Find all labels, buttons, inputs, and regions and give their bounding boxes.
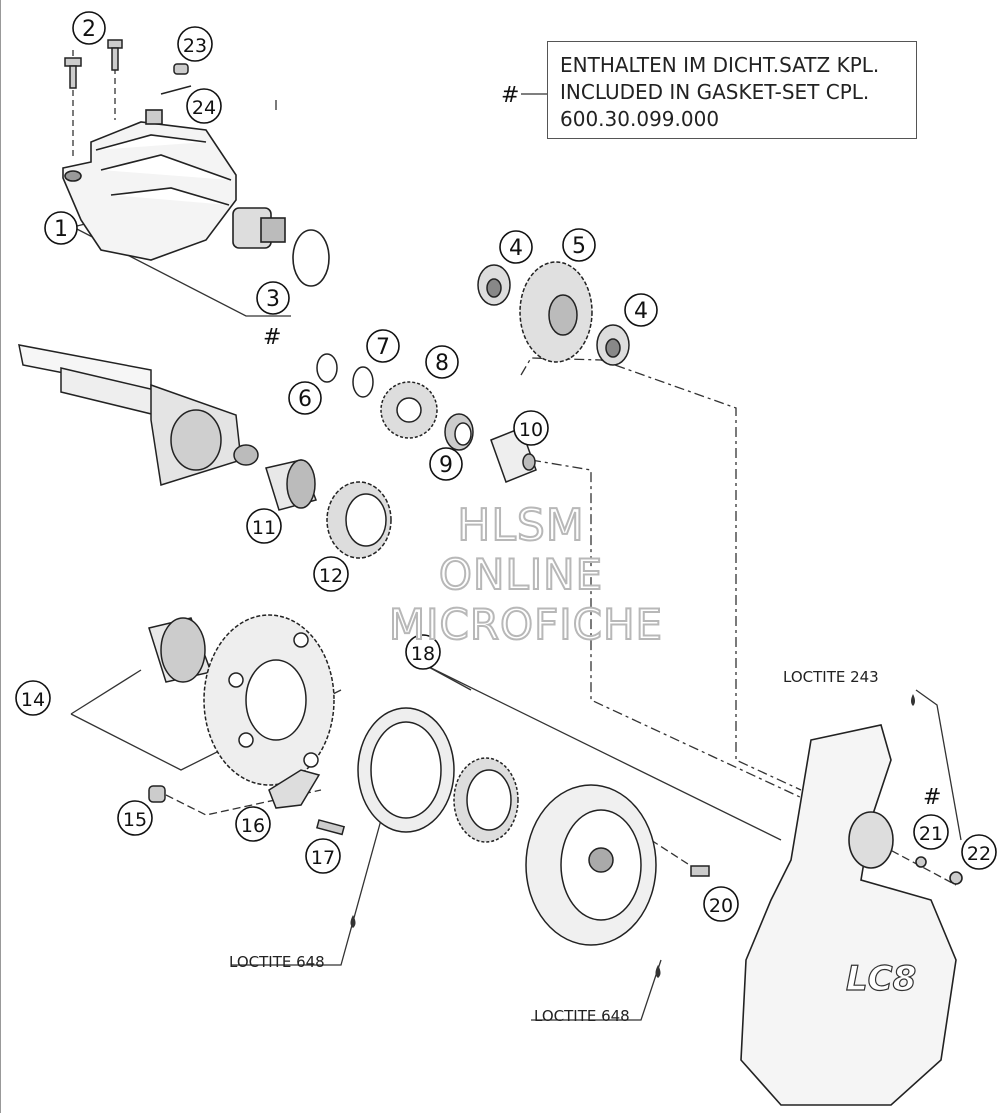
svg-text:5: 5: [572, 234, 586, 259]
starter-motor: [62, 109, 330, 287]
leader-loctite-243: [915, 689, 962, 841]
callout-24: 24: [186, 88, 222, 124]
callout-17: 17: [305, 838, 341, 874]
bearing-11: [265, 459, 317, 511]
svg-text:12: 12: [319, 565, 343, 587]
svg-text:15: 15: [123, 809, 147, 831]
callout-14: 14: [15, 680, 51, 716]
gear-12: [326, 481, 392, 559]
svg-text:23: 23: [183, 35, 207, 57]
callout-2: 2: [72, 11, 106, 45]
drop-icon: [350, 915, 356, 928]
gear-8: [380, 381, 438, 439]
svg-text:1: 1: [54, 217, 68, 242]
callout-12: 12: [313, 556, 349, 592]
dash-line-shaft: [530, 459, 872, 831]
loctite-648-left-label: LOCTITE 648: [229, 953, 325, 971]
callout-10: 10: [513, 410, 549, 446]
bearing-4-right: [596, 324, 630, 366]
svg-text:22: 22: [967, 843, 991, 865]
note-hash: #: [501, 83, 519, 108]
gasket-set-note: ENTHALTEN IM DICHT.SATZ KPL. INCLUDED IN…: [547, 41, 917, 139]
callout-18: 18: [405, 634, 441, 670]
callout-22: 22: [961, 834, 997, 870]
callout-21: 21: [913, 814, 949, 850]
svg-text:2: 2: [82, 17, 96, 42]
svg-text:17: 17: [311, 847, 335, 869]
callout-4a: 4: [499, 230, 533, 264]
svg-text:3: 3: [266, 287, 280, 312]
callout-20: 20: [703, 886, 739, 922]
drop-icon: [655, 965, 661, 978]
note-line-partno: 600.30.099.000: [560, 107, 720, 131]
svg-text:4: 4: [509, 236, 523, 261]
svg-text:14: 14: [21, 689, 45, 711]
callout-4b: 4: [624, 293, 658, 327]
hash-mark: #: [263, 325, 281, 350]
svg-text:24: 24: [192, 97, 216, 119]
stator-18: [357, 707, 455, 833]
starter-gear-14: [148, 614, 335, 786]
svg-text:9: 9: [439, 453, 453, 478]
watermark-line2: ONLINE: [438, 549, 604, 600]
crankshaft: [18, 344, 259, 486]
dash-line-gear: [520, 357, 802, 791]
bearing-9: [444, 413, 474, 451]
svg-text:10: 10: [519, 419, 543, 441]
rotor: [525, 784, 657, 946]
callout-3: 3: [256, 281, 290, 315]
svg-text:16: 16: [241, 815, 265, 837]
svg-text:4: 4: [634, 299, 648, 324]
note-line-de: ENTHALTEN IM DICHT.SATZ KPL.: [560, 53, 880, 77]
svg-text:18: 18: [411, 643, 435, 665]
callout-16: 16: [235, 806, 271, 842]
callout-1: 1: [44, 211, 78, 245]
drop-icon: [911, 694, 915, 706]
callout-9: 9: [429, 447, 463, 481]
freewheel: [453, 757, 519, 843]
engine-cover: LC8: [740, 724, 963, 1106]
svg-text:8: 8: [435, 351, 449, 376]
callout-23: 23: [177, 26, 213, 62]
watermark-line3: MICROFICHE: [388, 599, 664, 650]
callout-11: 11: [246, 508, 282, 544]
svg-text:6: 6: [298, 387, 312, 412]
callout-7: 7: [366, 329, 400, 363]
callout-15: 15: [117, 800, 153, 836]
loctite-243-label: LOCTITE 243: [783, 668, 879, 686]
loctite-648-right-label: LOCTITE 648: [534, 1007, 630, 1025]
gear-5: [519, 261, 593, 363]
svg-text:20: 20: [709, 895, 733, 917]
svg-text:21: 21: [919, 823, 943, 845]
callout-5: 5: [562, 228, 596, 262]
svg-text:11: 11: [252, 517, 276, 539]
bearing-4-left: [477, 264, 511, 306]
svg-text:7: 7: [376, 335, 390, 360]
watermark-line1: HLSM: [456, 499, 585, 552]
note-line-en: INCLUDED IN GASKET-SET CPL.: [560, 80, 870, 104]
callout-6: 6: [288, 381, 322, 415]
leader-18: [424, 664, 782, 841]
callout-8: 8: [425, 345, 459, 379]
cover-logo: LC8: [846, 959, 916, 999]
hash-mark: #: [923, 785, 941, 810]
